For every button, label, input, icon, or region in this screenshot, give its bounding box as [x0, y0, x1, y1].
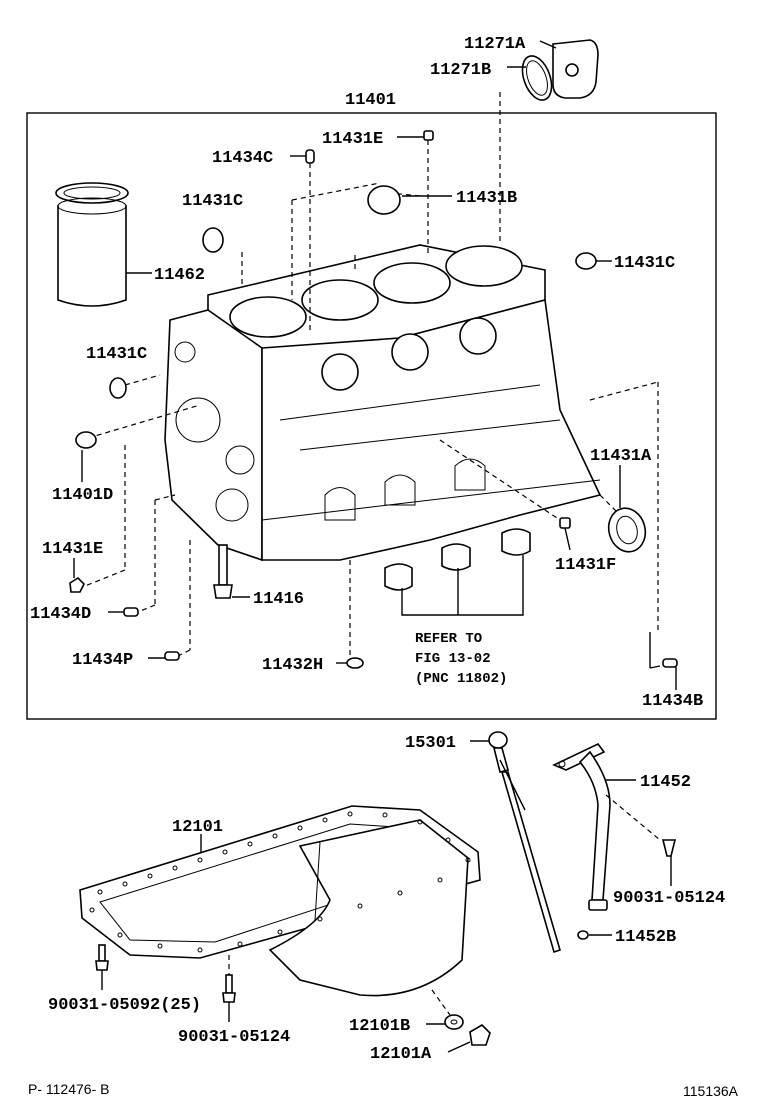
- label-12101B: 12101B: [349, 1017, 410, 1036]
- label-12101A: 12101A: [370, 1045, 432, 1064]
- label-11431A: 11431A: [590, 447, 652, 466]
- cylinder-liner-part: [55, 182, 129, 307]
- label-11431C-b: 11431C: [86, 345, 147, 364]
- label-11431C-a: 11431C: [182, 192, 243, 211]
- cover-plate-part: [521, 39, 599, 101]
- label-11462: 11462: [154, 266, 205, 285]
- label-11271A: 11271A: [464, 35, 526, 54]
- label-11452: 11452: [640, 773, 691, 792]
- footer-figure-id: 115136A: [683, 1083, 739, 1099]
- label-11431F: 11431F: [555, 556, 616, 575]
- label-11431B: 11431B: [456, 189, 517, 208]
- oil-seal-part: [607, 507, 647, 553]
- block-group-frame: [26, 112, 717, 720]
- oil-pan-bolt-holes: [89, 811, 471, 953]
- label-90031-05124-right: 90031-05124: [613, 889, 725, 908]
- label-11452B: 11452B: [615, 928, 676, 947]
- refer-line-2: FIG 13-02: [415, 651, 491, 667]
- label-11416: 11416: [253, 590, 304, 609]
- label-11431E-top: 11431E: [322, 130, 383, 149]
- oil-dipstick-part: [488, 731, 561, 954]
- label-11434D: 11434D: [30, 605, 91, 624]
- label-11434C: 11434C: [212, 149, 273, 168]
- label-11401: 11401: [345, 91, 396, 110]
- label-11434B: 11434B: [642, 692, 703, 711]
- label-90031-05092: 90031-05092(25): [48, 996, 201, 1015]
- oil-pan-part: [79, 805, 481, 997]
- footer-catalog-ref: P- 112476- B: [28, 1081, 109, 1097]
- label-15301: 15301: [405, 734, 456, 753]
- label-11431E-left: 11431E: [42, 540, 103, 559]
- cylinder-block-part: [164, 244, 602, 562]
- crank-bearing-parts: [384, 528, 531, 591]
- label-11431C-right: 11431C: [614, 254, 675, 273]
- refer-line-1: REFER TO: [415, 631, 482, 647]
- block-bolt-part: [213, 544, 233, 599]
- label-11434P: 11434P: [72, 651, 133, 670]
- drain-plug-parts: [444, 1014, 491, 1046]
- oil-pan-bolt-parts: [95, 944, 236, 1003]
- dipstick-guide-part: [552, 742, 611, 940]
- label-11401D: 11401D: [52, 486, 113, 505]
- label-12101: 12101: [172, 818, 223, 837]
- label-11271B: 11271B: [430, 61, 491, 80]
- label-11432H: 11432H: [262, 656, 323, 675]
- label-90031-05124-bottom: 90031-05124: [178, 1028, 290, 1047]
- refer-line-3: (PNC 11802): [415, 671, 507, 687]
